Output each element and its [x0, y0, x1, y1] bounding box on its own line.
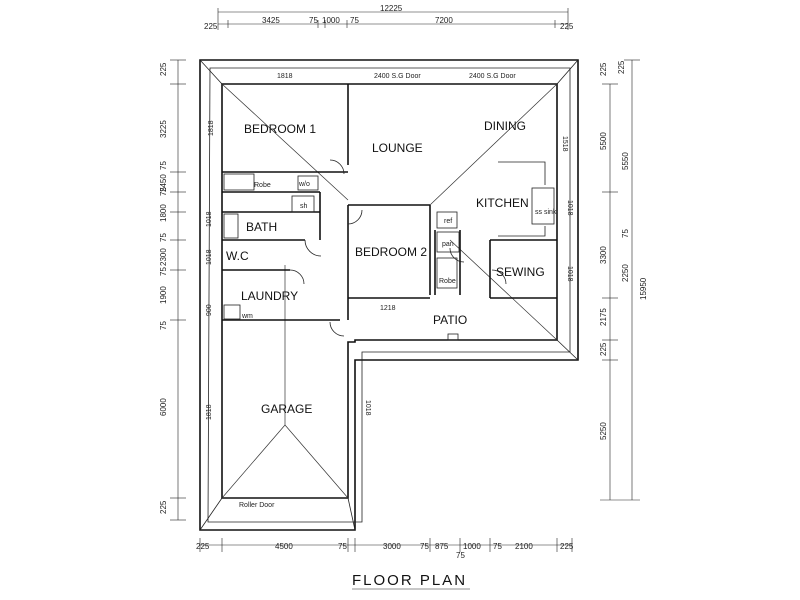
- window-size-2: 1818: [206, 404, 213, 420]
- left-dim-9: 1900: [159, 286, 168, 304]
- room-garage: GARAGE: [261, 402, 312, 416]
- bottom-dim-0: 225: [196, 542, 210, 551]
- room-bath: BATH: [246, 220, 277, 234]
- label-ref: ref: [444, 218, 452, 225]
- bottom-sub-dim: 75: [456, 551, 465, 560]
- window-labels: 1818 1818 1518 1018 1018 900 1018 1018 1…: [206, 73, 573, 420]
- room-kitchen: KITCHEN: [476, 196, 529, 210]
- right-dim-6: 2175: [599, 308, 608, 326]
- left-dim-1: 3225: [159, 120, 168, 138]
- bottom-dim-9: 225: [560, 542, 574, 551]
- left-dimensions: 225 3225 75 2450 75 1800 75 2300 75 1900…: [159, 59, 186, 521]
- label-roller-door: Roller Door: [239, 502, 275, 509]
- top-dim-1: 3425: [262, 16, 280, 25]
- left-dim-11: 6000: [159, 398, 168, 416]
- room-patio: PATIO: [433, 313, 467, 327]
- left-dim-10: 75: [159, 321, 168, 330]
- top-dim-3: 1000: [322, 16, 340, 25]
- right-dim-3: 3300: [599, 246, 608, 264]
- bottom-dim-5: 875: [435, 542, 449, 551]
- label-sink: ss sink: [535, 209, 557, 216]
- window-size-7: 1518: [561, 136, 568, 152]
- right-dim-4: 2250: [621, 264, 630, 282]
- bottom-dim-6: 1000: [463, 542, 481, 551]
- left-dim-7: 2300: [159, 248, 168, 266]
- right-dim-7: 225: [599, 342, 608, 356]
- window-size-5: 1018: [566, 200, 573, 216]
- outer-walls: [199, 59, 579, 531]
- label-sg-door-2: 2400 S.G Door: [469, 73, 516, 80]
- window-size-6: 1018: [566, 266, 573, 282]
- bottom-dim-2: 75: [338, 542, 347, 551]
- room-labels: BEDROOM 1 LOUNGE DINING KITCHEN BATH BED…: [226, 119, 545, 416]
- left-dim-2: 75: [159, 161, 168, 170]
- left-dim-0: 225: [159, 62, 168, 76]
- room-sewing: SEWING: [496, 265, 545, 279]
- room-wc: W.C: [226, 249, 249, 263]
- room-bedroom-1: BEDROOM 1: [244, 122, 316, 136]
- right-dim-5: 75: [621, 229, 630, 238]
- top-dim-4: 75: [350, 16, 359, 25]
- bottom-dimensions: 225 4500 75 3000 75 875 1000 75 2100 225…: [196, 538, 574, 560]
- label-pan: pan: [442, 241, 454, 248]
- label-wall-oven: w/o: [298, 181, 310, 188]
- left-dim-3: 2450: [159, 174, 168, 192]
- left-dim-12: 225: [159, 500, 168, 514]
- label-robe-1: Robe: [254, 182, 271, 189]
- top-dimensions: 12225 225 3425 75 1000 75 7200 225: [204, 4, 574, 31]
- fixture-labels: Robe Robe wm Roller Door 2400 S.G Door 2…: [239, 73, 557, 509]
- top-total-dim: 12225: [380, 4, 403, 13]
- room-bedroom-2: BEDROOM 2: [355, 245, 427, 259]
- bottom-dim-7: 75: [493, 542, 502, 551]
- right-dim-8: 5250: [599, 422, 608, 440]
- fixtures: [223, 159, 555, 341]
- window-size-9: 1218: [380, 305, 396, 312]
- left-dim-5: 1800: [159, 204, 168, 222]
- top-dim-2: 75: [309, 16, 318, 25]
- top-dim-5: 7200: [435, 16, 453, 25]
- label-wm: wm: [241, 313, 253, 320]
- left-dim-4: 75: [159, 187, 168, 196]
- bottom-dim-3: 3000: [383, 542, 401, 551]
- top-dim-0: 225: [204, 22, 218, 31]
- window-size-0: 1818: [277, 73, 293, 80]
- window-size-8: 900: [206, 304, 213, 316]
- label-robe-2: Robe: [439, 278, 456, 285]
- right-outer-dim-0: 225: [617, 60, 626, 74]
- room-dining: DINING: [484, 119, 526, 133]
- window-size-10: 1018: [364, 400, 371, 416]
- bottom-dim-4: 75: [420, 542, 429, 551]
- bottom-dim-1: 4500: [275, 542, 293, 551]
- drawing-title: FLOOR PLAN: [352, 572, 467, 589]
- interior-walls: [222, 84, 557, 321]
- window-size-4: 1018: [206, 249, 213, 265]
- right-dim-0: 225: [599, 62, 608, 76]
- window-size-1: 1818: [208, 120, 215, 136]
- left-dim-6: 75: [159, 233, 168, 242]
- right-dim-1: 5500: [599, 132, 608, 150]
- window-size-3: 1018: [206, 211, 213, 227]
- left-dim-8: 75: [159, 267, 168, 276]
- roof-lines: [221, 83, 558, 499]
- room-lounge: LOUNGE: [372, 141, 423, 155]
- room-laundry: LAUNDRY: [241, 289, 298, 303]
- right-dim-2: 5550: [621, 152, 630, 170]
- label-sg-door-1: 2400 S.G Door: [374, 73, 421, 80]
- top-dim-6: 225: [560, 22, 574, 31]
- right-outer-dim-1: 15950: [639, 277, 648, 300]
- bottom-dim-8: 2100: [515, 542, 533, 551]
- label-shower: sh: [300, 203, 308, 210]
- right-dimensions: 225 15950 225 5500 5550 3300 2250 75 217…: [599, 59, 648, 501]
